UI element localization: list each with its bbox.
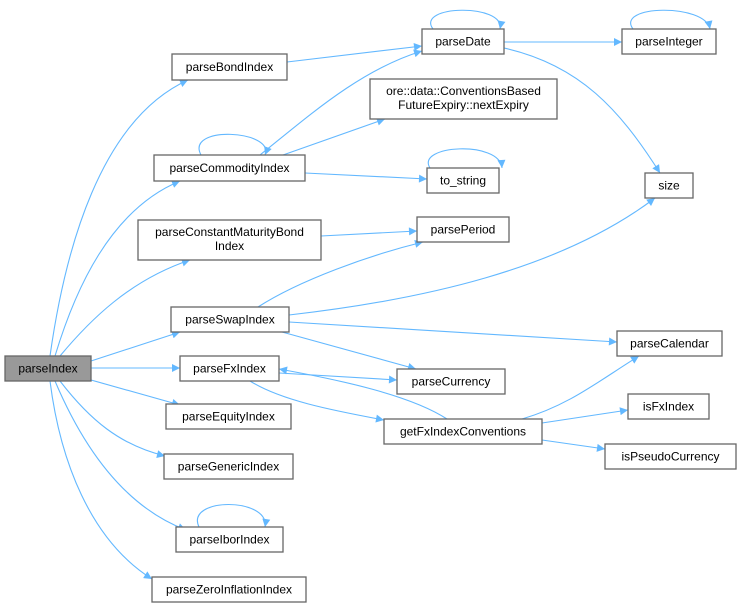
node-box [644,172,694,199]
node-box [621,28,717,55]
node-isPseudoCurrency[interactable]: isPseudoCurrency [604,443,737,470]
node-box [627,393,710,420]
node-label: parseDate [435,35,491,49]
node-box [604,443,737,470]
edge-parseIndex-to-parseIborIndex [54,380,187,531]
node-label: isFxIndex [643,400,694,414]
node-label: FutureExpiry::nextExpiry [398,98,529,112]
node-box [179,355,280,382]
edge-parseFxIndex-to-parseCurrency [278,372,398,384]
node-box [383,418,543,445]
node-box [4,355,92,382]
node-parseCalendar[interactable]: parseCalendar [616,330,723,357]
edge-getFxIndexConventions-to-parseCalendar [521,355,640,420]
edge-parseSwapIndex-to-size [288,197,656,316]
edge-parseSwapIndex-to-parsePeriod [257,240,424,308]
node-label: isPseudoCurrency [621,450,719,464]
node-parseCommodityIndex[interactable]: parseCommodityIndex [153,154,306,182]
edge-parseIndex-to-parseGenericIndex [59,380,166,458]
edge-parseInteger-to-parseInteger [630,9,713,30]
node-size[interactable]: size [644,172,694,199]
node-label: parseGenericIndex [178,460,279,474]
edge-getFxIndexConventions-to-parseFxIndex [278,366,448,420]
node-label: parseInteger [635,35,702,49]
node-label: size [658,179,680,193]
node-box [153,154,306,182]
node-box [416,216,510,243]
node-label: parseIndex [18,362,77,376]
node-label: parseConstantMaturityBond [155,225,304,239]
node-box [165,403,292,430]
node-box [175,526,284,553]
node-label: getFxIndexConventions [400,425,526,439]
edge-to_string-to-to_string [427,148,506,169]
node-parseZeroInflationIndex[interactable]: parseZeroInflationIndex [151,576,307,603]
node-box [426,167,500,194]
node-label: parsePeriod [431,223,496,237]
node-label: parseFxIndex [193,362,266,376]
edge-parseIndex-to-parseConstantMaturityBondIndex [59,258,191,357]
node-parseIborIndex[interactable]: parseIborIndex [175,526,284,553]
node-label: parseEquityIndex [182,410,275,424]
edge-parseBondIndex-to-parseDate [286,42,423,63]
edge-parseCommodityIndex-to-parseDate [259,49,423,156]
node-parseCurrency[interactable]: parseCurrency [396,368,506,395]
node-parseDate[interactable]: parseDate [421,28,505,55]
node-parseSwapIndex[interactable]: parseSwapIndex [170,306,290,333]
node-to_string[interactable]: to_string [426,167,500,194]
edge-parseIndex-to-parseEquityIndex [90,379,181,407]
node-nextExpiry[interactable]: ore::data::ConventionsBasedFutureExpiry:… [369,78,558,120]
edge-parseCommodityIndex-to-nextExpiry [282,117,386,156]
node-box [396,368,506,395]
edge-parseSwapIndex-to-parseCurrency [281,331,417,371]
node-box [163,453,294,480]
edge-parseFxIndex-to-getFxIndexConventions [249,380,385,423]
node-label: Index [215,239,244,253]
edge-getFxIndexConventions-to-isPseudoCurrency [541,439,606,452]
edge-parseCommodityIndex-to-parseCommodityIndex [198,133,272,156]
node-label: parseCalendar [630,337,709,351]
node-box [421,28,505,55]
node-box [616,330,723,357]
edge-parseIndex-to-parseSwapIndex [90,330,181,362]
node-label: parseIborIndex [189,533,269,547]
node-label: parseZeroInflationIndex [166,583,292,597]
node-parseEquityIndex[interactable]: parseEquityIndex [165,403,292,430]
node-box [369,78,558,120]
node-label: parseSwapIndex [185,313,274,327]
node-parseGenericIndex[interactable]: parseGenericIndex [163,453,294,480]
node-parseFxIndex[interactable]: parseFxIndex [179,355,280,382]
edge-parseIndex-to-parseCommodityIndex [54,180,181,357]
edge-parseDate-to-parseDate [430,9,506,30]
node-label: ore::data::ConventionsBased [386,84,541,98]
node-box [170,306,290,333]
node-box [151,576,307,603]
edge-parseDate-to-size [503,47,661,174]
edge-getFxIndexConventions-to-isFxIndex [541,407,629,424]
edge-parseConstantMaturityBondIndex-to-parsePeriod [320,227,418,237]
node-parseIndex[interactable]: parseIndex [4,355,92,382]
edge-parseIndex-to-parseBondIndex [49,79,189,357]
edge-parseIndex-to-parseZeroInflationIndex [49,380,153,580]
edge-parseSwapIndex-to-parseCalendar [288,321,618,346]
edge-parseCommodityIndex-to-to_string [304,172,428,183]
node-label: parseBondIndex [186,60,273,74]
edge-parseIborIndex-to-parseIborIndex [196,504,271,528]
node-parsePeriod[interactable]: parsePeriod [416,216,510,243]
node-label: to_string [440,174,486,188]
node-label: parseCommodityIndex [169,161,289,175]
node-parseBondIndex[interactable]: parseBondIndex [171,53,288,81]
node-box [171,53,288,81]
node-getFxIndexConventions[interactable]: getFxIndexConventions [383,418,543,445]
node-parseInteger[interactable]: parseInteger [621,28,717,55]
node-box [137,219,322,261]
node-isFxIndex[interactable]: isFxIndex [627,393,710,420]
node-label: parseCurrency [412,375,491,389]
